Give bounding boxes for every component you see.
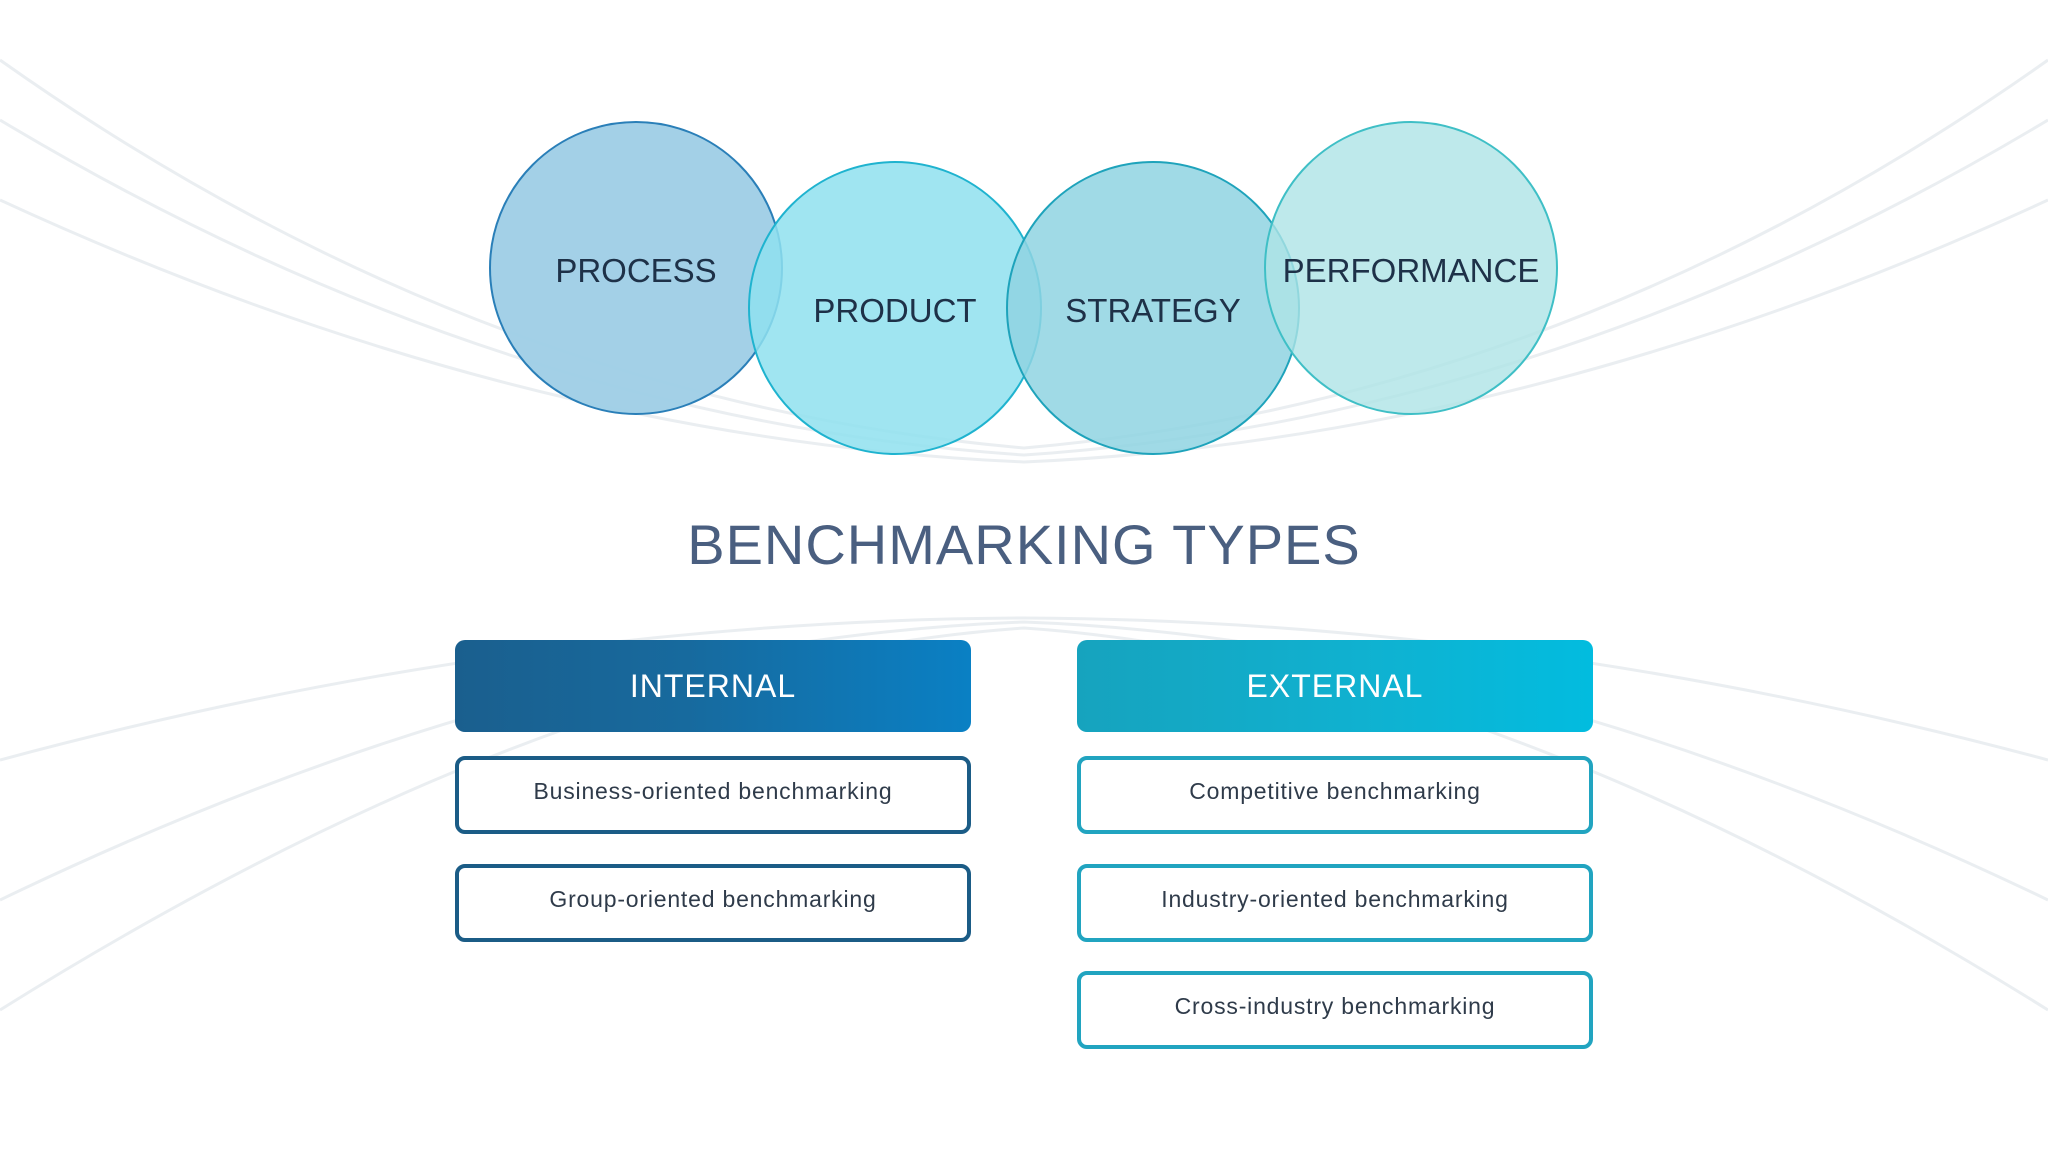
circle-label-process: PROCESS <box>555 252 717 289</box>
list-item-label: Cross-industry benchmarking <box>1174 993 1496 1019</box>
internal-item-group: Group-oriented benchmarking <box>455 864 971 942</box>
circle-label-product: PRODUCT <box>813 292 977 329</box>
circle-performance <box>1264 121 1558 415</box>
external-item-industry: Industry-oriented benchmarking <box>1077 864 1593 942</box>
external-header-label: EXTERNAL <box>1246 667 1424 704</box>
page-title: BENCHMARKING TYPES <box>687 513 1361 576</box>
list-item-label: Industry-oriented benchmarking <box>1161 886 1509 912</box>
list-item-label: Business-oriented benchmarking <box>533 778 893 804</box>
external-item-cross-industry: Cross-industry benchmarking <box>1077 971 1593 1049</box>
internal-header-label: INTERNAL <box>629 667 797 704</box>
external-item-competitive: Competitive benchmarking <box>1077 756 1593 834</box>
internal-header: INTERNAL <box>455 640 971 732</box>
list-item-label: Competitive benchmarking <box>1189 778 1481 804</box>
circle-label-strategy: STRATEGY <box>1065 292 1241 329</box>
external-header: EXTERNAL <box>1077 640 1593 732</box>
circle-label-performance: PERFORMANCE <box>1282 252 1540 289</box>
list-item-label: Group-oriented benchmarking <box>549 886 877 912</box>
internal-item-business: Business-oriented benchmarking <box>455 756 971 834</box>
